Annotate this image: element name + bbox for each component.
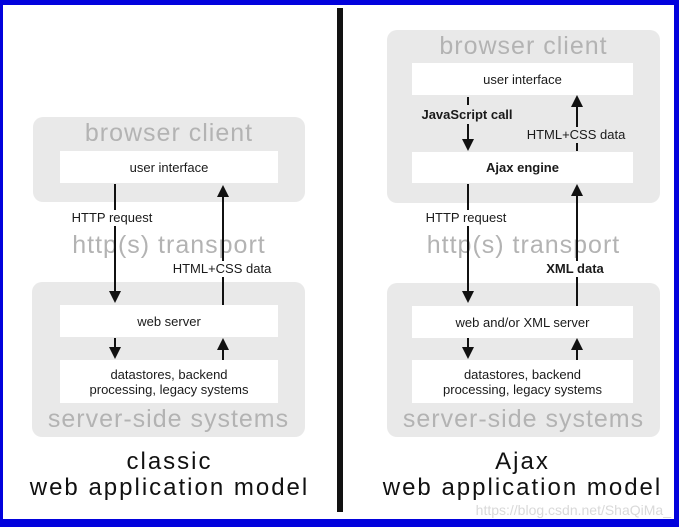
right-user-interface-box: user interface [412,63,633,95]
right-server-down-line [467,338,469,349]
panel-divider [337,8,343,512]
left-server-up-line [222,349,224,360]
right-jscall-line [467,124,469,140]
right-web-server-box: web and/or XML server [412,306,633,338]
left-server-down-line [114,338,116,349]
right-caption-line2: web application model [382,474,663,501]
right-htmlcss-line [576,107,578,127]
right-caption: Ajax web application model [380,449,665,501]
right-browser-client-zone-label: browser client [439,32,608,60]
left-caption-line2: web application model [29,474,310,501]
left-user-interface-label: user interface [129,159,209,175]
left-response-line-lower [222,277,224,305]
right-user-interface-label: user interface [483,71,562,87]
right-xml-data-label: XML data [544,261,606,276]
right-jscall-arrowhead-down-icon [462,139,474,151]
right-xml-line-lower [576,277,578,306]
right-server-down-arrowhead-icon [462,347,474,359]
left-request-arrowhead-down-icon [109,291,121,303]
right-javascript-call-label: JavaScript call [421,107,513,122]
left-web-server-label: web server [137,313,201,329]
right-transport-label: http(s) transport [426,231,621,259]
left-html-css-data-label: HTML+CSS data [170,261,274,276]
right-jscall-dash [467,97,469,105]
left-caption-line1: classic [126,448,213,475]
right-server-side-zone-label: server-side systems [402,405,645,433]
right-request-arrowhead-down-icon [462,291,474,303]
right-backend-line2: processing, legacy systems [443,381,602,397]
left-request-line-upper [114,184,116,210]
left-http-request-label: HTTP request [69,210,155,225]
right-ajax-engine-box: Ajax engine [412,152,633,183]
left-backend-line2: processing, legacy systems [89,381,249,397]
right-backend-line1: datastores, backend [463,366,582,382]
left-response-arrowhead-up-icon [217,185,229,197]
right-backend-box: datastores, backend processing, legacy s… [412,360,633,403]
right-request-line-upper [467,184,469,210]
right-xml-line-upper [576,196,578,261]
left-server-side-zone-label: server-side systems [47,405,290,433]
right-htmlcss-arrowhead-up-icon [571,95,583,107]
left-server-down-arrowhead-icon [109,347,121,359]
right-server-up-arrowhead-icon [571,338,583,350]
right-ajax-engine-label: Ajax engine [486,160,559,175]
left-web-server-box: web server [60,305,278,337]
left-server-up-arrowhead-icon [217,338,229,350]
right-xml-arrowhead-up-icon [571,184,583,196]
left-user-interface-box: user interface [60,151,278,183]
right-html-css-data-label: HTML+CSS data [526,127,626,142]
right-http-request-label: HTTP request [423,210,509,225]
left-browser-client-zone-label: browser client [84,119,254,147]
right-htmlcss-dash [576,143,578,151]
watermark-url: https://blog.csdn.net/ShaQiMa_ [475,502,671,518]
left-backend-line1: datastores, backend [110,366,228,382]
right-web-server-label: web and/or XML server [455,314,590,330]
left-backend-box: datastores, backend processing, legacy s… [60,360,278,403]
right-request-line-lower [467,226,469,292]
left-transport-label: http(s) transport [72,231,266,259]
right-server-up-line [576,349,578,360]
left-response-line-upper [222,197,224,261]
left-request-line-lower [114,226,116,292]
left-caption: classic web application model [27,449,312,501]
right-caption-line1: Ajax [495,448,550,475]
